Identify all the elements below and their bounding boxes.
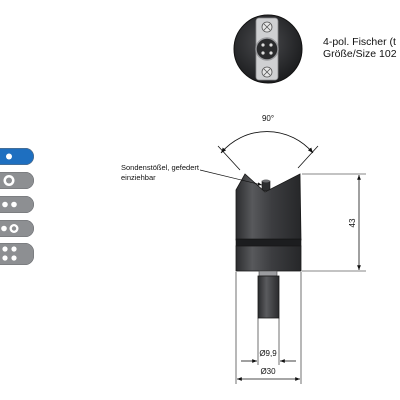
height-dimension: 43 [302,173,366,272]
connector-socket [255,37,279,61]
pin-diameter-value: Ø9,9 [259,349,277,358]
probe-band [235,238,302,247]
connector-label-line2: Größe/Size 102 [323,48,397,60]
dot-ring-icon [1,224,19,233]
probe-body [235,173,302,319]
body-diameter-dimension: Ø30 [235,272,302,384]
variant-option-1[interactable] [0,148,34,165]
variant-option-3[interactable] [0,196,34,213]
probe-shaft [257,275,280,319]
variant-option-2[interactable] [0,172,34,189]
connector-top-view [233,14,303,84]
shaft-collar [258,270,278,277]
probe-label-line1: Sondenstößel, gefedert [121,163,199,172]
probe-leader-line [199,169,263,186]
probe-base [235,245,302,272]
pin-icon [261,51,265,55]
pin-icon [261,43,265,47]
single-dot-icon [6,153,12,160]
angle-dimension: 90° [217,114,319,171]
four-dots-icon [2,246,17,261]
connector-label-line1: 4-pol. Fischer (t [323,36,396,48]
probe-label-line2: einziehbar [121,172,156,182]
pin-icon [269,43,273,47]
variant-option-4[interactable] [0,220,34,237]
connector-label: 4-pol. Fischer (t Größe/Size 102 [323,36,397,60]
pin-diameter-dimension: Ø9,9 [241,318,296,365]
two-dots-icon [2,201,17,208]
probe-label: Sondenstößel, gefedert einziehbar [121,163,231,182]
pin-icon [269,51,273,55]
variant-option-5[interactable] [0,243,34,265]
body-diameter-value: Ø30 [260,367,276,376]
ring-dot-icon [3,175,15,186]
height-value: 43 [348,218,357,227]
angle-value: 90° [262,114,274,123]
